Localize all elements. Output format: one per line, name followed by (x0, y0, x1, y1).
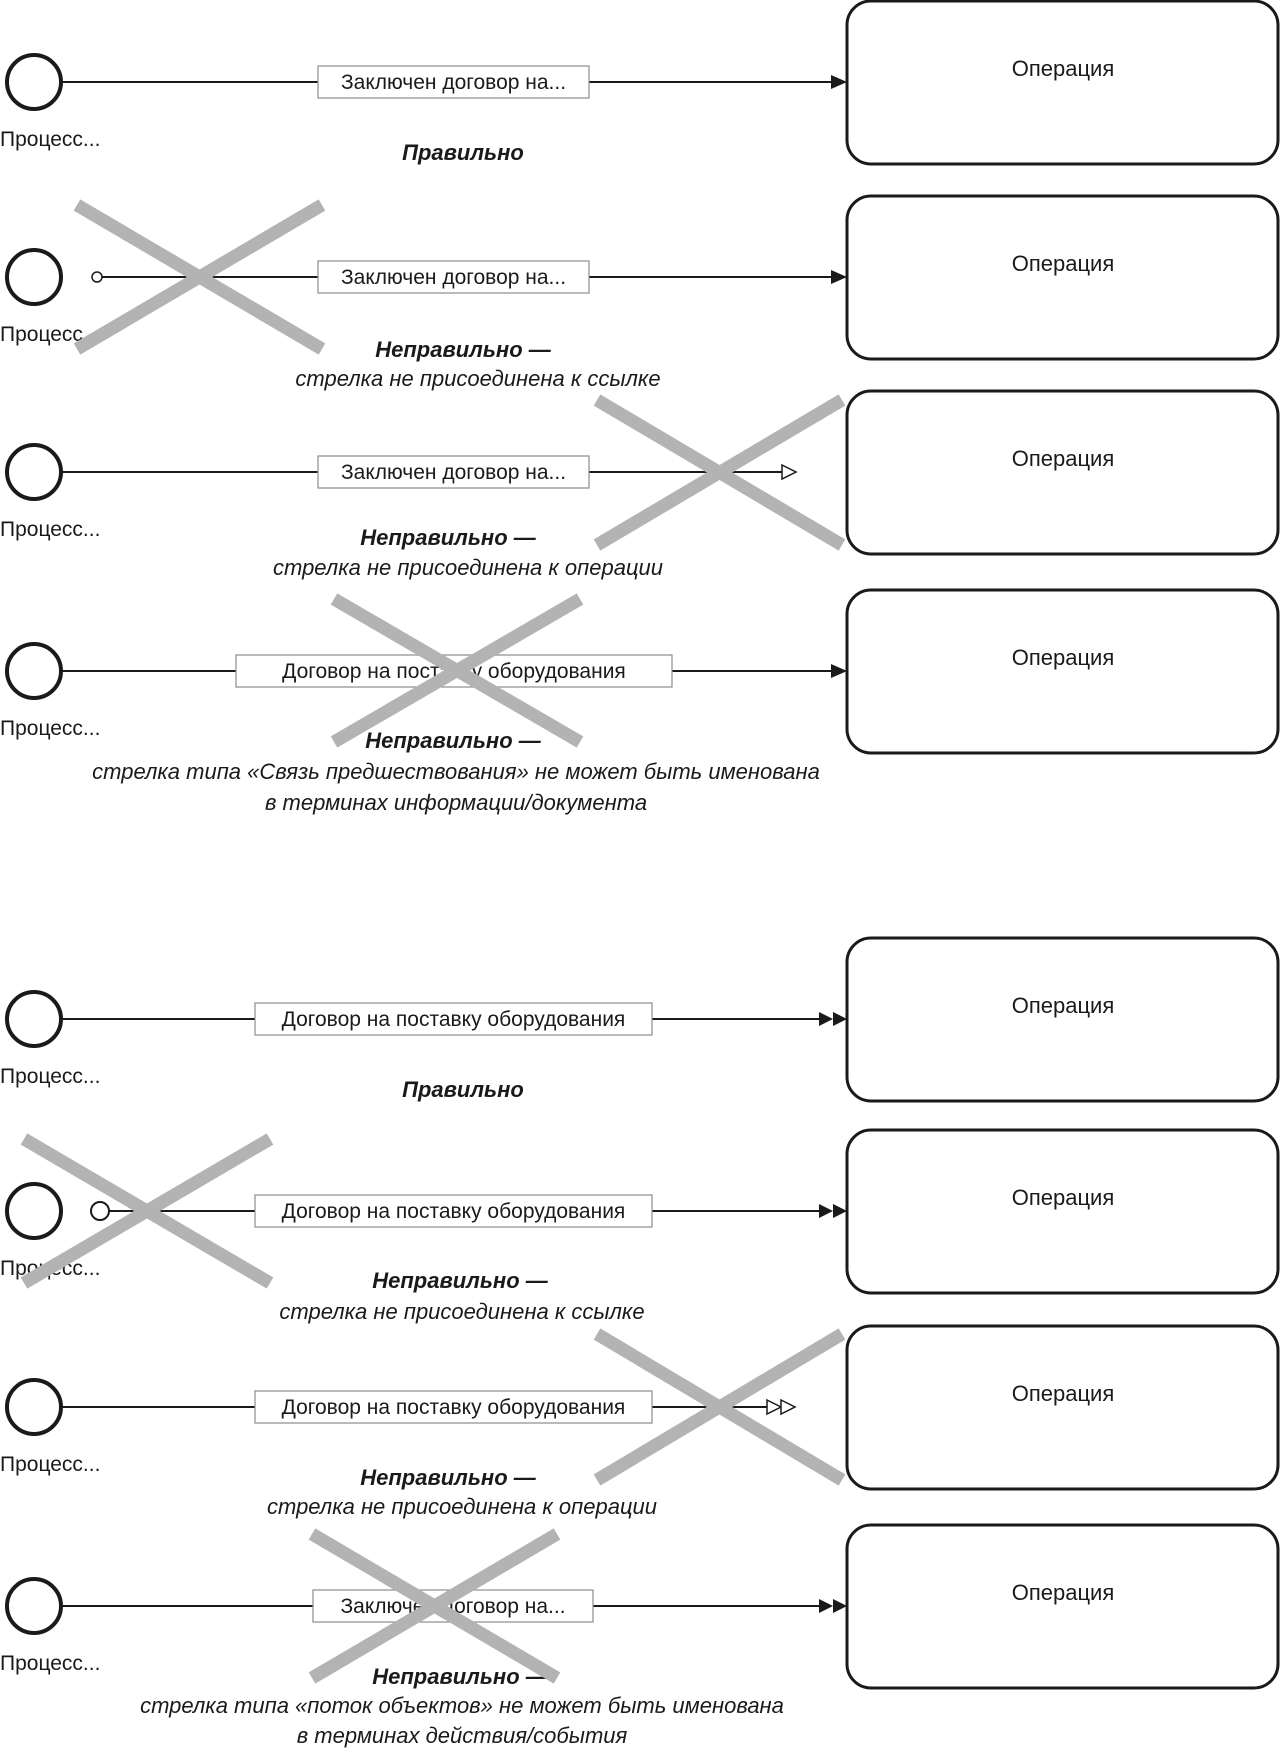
verdict-label: Неправильно — (365, 728, 542, 753)
process-label: Процесс... (0, 717, 100, 740)
explanation-line: стрелка не присоединена к ссылке (279, 1299, 644, 1324)
open-arrowhead (780, 1398, 797, 1416)
process-circle (5, 248, 63, 306)
open-arrowhead (781, 463, 798, 481)
process-label: Процесс (0, 323, 83, 346)
link-label: Заключен договор на... (340, 1595, 565, 1618)
cross-out-mark (330, 593, 584, 748)
operation-box (845, 588, 1280, 755)
operation-label: Операция (1012, 1185, 1115, 1210)
link-label: Договор на поставку оборудования (282, 1200, 626, 1223)
verdict-label: Неправильно — (360, 525, 537, 550)
cross-out-mark (20, 1133, 274, 1289)
explanation-line: стрелка не присоединена к операции (267, 1494, 657, 1519)
explanation-line: в терминах информации/документа (265, 790, 647, 815)
explanation-line: стрелка типа «поток объектов» не может б… (140, 1693, 784, 1718)
process-circle (5, 1577, 63, 1635)
arrowhead (831, 270, 847, 284)
operation-label: Операция (1012, 251, 1115, 276)
cross-out-mark (73, 199, 326, 355)
link-label-box (317, 65, 590, 99)
cross-out-mark (593, 1328, 846, 1486)
process-label: Процесс... (0, 1453, 100, 1476)
verdict-label: Неправильно — (372, 1268, 549, 1293)
verdict-label: Правильно (402, 140, 524, 165)
open-arrowhead (766, 1398, 783, 1416)
operation-box (845, 389, 1280, 556)
process-circle (5, 53, 63, 111)
operation-label: Операция (1012, 645, 1115, 670)
link-label-box (254, 1194, 653, 1228)
arrowhead (833, 1012, 847, 1026)
cross-out-mark (593, 394, 846, 551)
explanation-line: стрелка не присоединена к ссылке (295, 366, 660, 391)
operation-label: Операция (1012, 1580, 1115, 1605)
link-label: Договор на поставку оборудования (282, 1396, 626, 1419)
process-circle (5, 1182, 63, 1240)
explanation-line: в терминах действия/события (297, 1723, 628, 1748)
verdict-label: Правильно (402, 1077, 524, 1102)
explanation-line: стрелка типа «Связь предшествования» не … (92, 759, 820, 784)
cross-stroke (20, 1133, 274, 1289)
operation-box (845, 1523, 1280, 1690)
operation-label: Операция (1012, 993, 1115, 1018)
link-label: Договор на поставку оборудования (282, 1008, 626, 1031)
process-circle (5, 443, 63, 501)
cross-stroke (593, 1328, 846, 1486)
process-circle (5, 642, 63, 700)
link-label-box (254, 1002, 653, 1036)
arrowhead (831, 664, 847, 678)
cross-out-mark (308, 1528, 561, 1684)
detached-tail-marker (90, 1201, 110, 1221)
link-label: Заключен договор на... (341, 71, 566, 94)
cross-stroke (308, 1528, 561, 1684)
verdict-label: Неправильно — (375, 337, 552, 362)
operation-box (845, 194, 1280, 361)
cross-stroke (593, 394, 846, 551)
explanation-line: стрелка не присоединена к операции (273, 555, 663, 580)
process-label: Процесс... (0, 128, 100, 151)
operation-box (845, 1324, 1280, 1491)
link-label-box (317, 455, 590, 489)
arrowhead (819, 1599, 833, 1613)
link-label-box (317, 260, 590, 294)
process-label: Процесс... (0, 1065, 100, 1088)
arrowhead (819, 1204, 833, 1218)
cross-stroke (330, 593, 584, 748)
detached-tail-marker (91, 271, 103, 283)
process-label: Процесс... (0, 1652, 100, 1675)
cross-stroke (73, 199, 326, 355)
operation-label: Операция (1012, 446, 1115, 471)
verdict-label: Неправильно — (360, 1465, 537, 1490)
link-label: Заключен договор на... (341, 266, 566, 289)
operation-label: Операция (1012, 56, 1115, 81)
process-circle (5, 990, 63, 1048)
operation-box (845, 936, 1280, 1103)
arrowhead (833, 1204, 847, 1218)
process-circle (5, 1378, 63, 1436)
operation-box (845, 0, 1280, 166)
arrowhead (831, 75, 847, 89)
operation-box (845, 1128, 1280, 1295)
link-label: Заключен договор на... (341, 461, 566, 484)
operation-label: Операция (1012, 1381, 1115, 1406)
link-label-box (235, 654, 673, 688)
arrowhead (819, 1012, 833, 1026)
process-label: Процесс... (0, 518, 100, 541)
link-label-box (254, 1390, 653, 1424)
verdict-label: Неправильно — (372, 1664, 549, 1689)
arrowhead (833, 1599, 847, 1613)
